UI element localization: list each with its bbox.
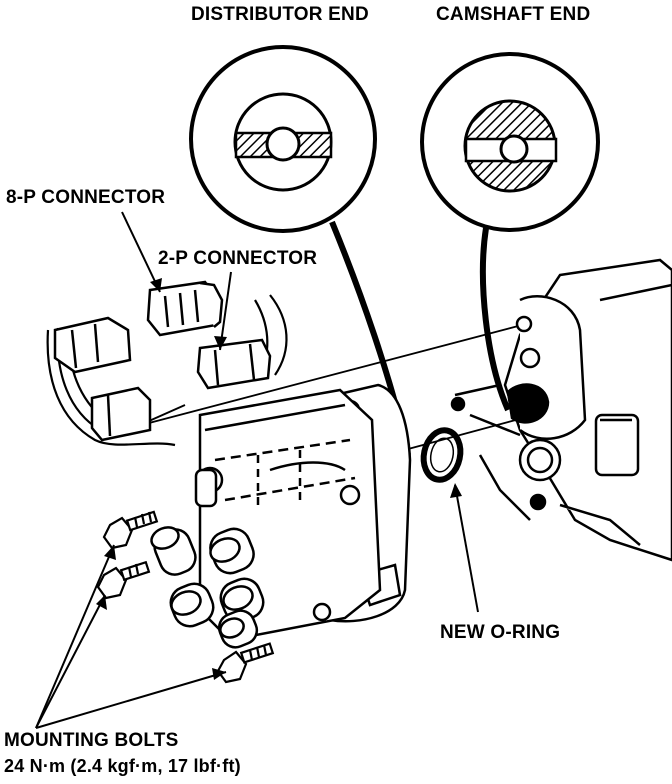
two-pin-connector	[196, 338, 272, 390]
camshaft-end-label: CAMSHAFT END	[436, 4, 591, 25]
eight-pin-connector	[146, 280, 224, 337]
8p-connector-label: 8-P CONNECTOR	[6, 187, 166, 208]
cylinder-head	[450, 258, 672, 562]
harness-connector-left	[53, 316, 132, 374]
distributor-end-detail	[189, 45, 377, 233]
distributor-end-label: DISTRIBUTOR END	[191, 4, 369, 25]
distributor-housing	[196, 383, 412, 642]
camshaft-end-detail	[420, 52, 600, 232]
harness-connector-lower	[90, 386, 152, 442]
camshaft-bore	[506, 383, 550, 424]
2p-connector-label: 2-P CONNECTOR	[158, 248, 318, 269]
new-o-ring	[420, 427, 464, 483]
o-ring-leader	[454, 484, 479, 613]
mounting-bolt-3	[216, 642, 275, 684]
mounting-bolt-2	[96, 560, 151, 600]
cap-towers	[150, 468, 265, 649]
camshaft-end-leader	[480, 227, 511, 412]
mounting-bolt-1	[102, 510, 159, 550]
torque-spec-label: 24 N·m (2.4 kgf·m, 17 lbf·ft)	[4, 756, 241, 776]
new-o-ring-label: NEW O-RING	[440, 622, 561, 643]
bolt-leaders	[35, 544, 227, 729]
8p-leader	[121, 211, 161, 293]
mounting-bolts-label: MOUNTING BOLTS	[4, 730, 179, 751]
